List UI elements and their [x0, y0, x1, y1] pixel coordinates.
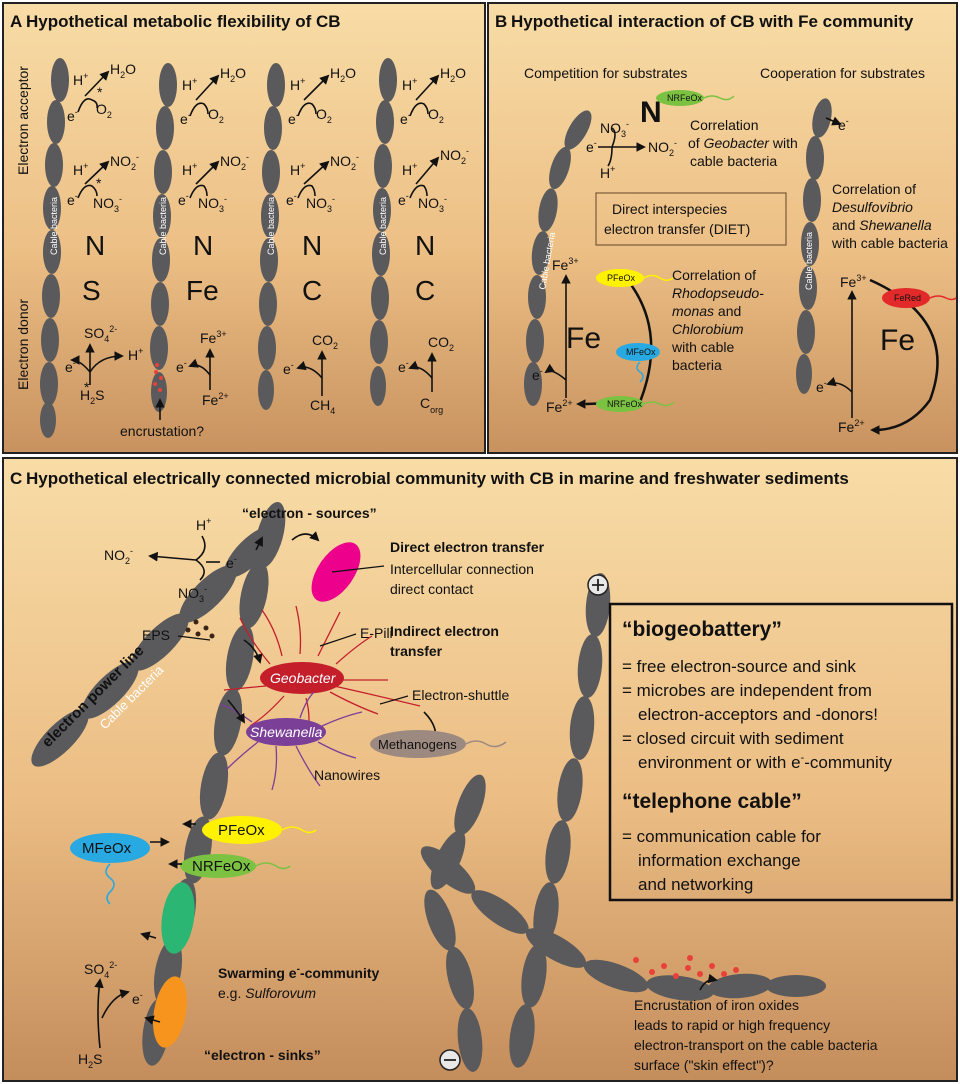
panel-c-letter: C — [10, 469, 22, 488]
desulfo-correlation-line3: and Shewanella — [832, 217, 932, 233]
shewanella-label: Shewanella — [250, 724, 323, 740]
rhodo-line4: Chlorobium — [672, 321, 744, 337]
donor-letter: Fe — [186, 275, 219, 306]
minus-terminal-icon — [440, 1050, 460, 1070]
acceptor-letter: N — [85, 230, 105, 261]
diet-line2: electron transfer (DIET) — [604, 221, 750, 237]
eps-label: EPS — [142, 627, 170, 643]
geobacter-label: Geobacter — [270, 670, 337, 686]
biogeobattery-line1: = free electron-source and sink — [622, 657, 856, 676]
biogeobattery-line3: electron-acceptors and -donors! — [638, 705, 878, 724]
pfeox-label-b: PFeOx — [607, 273, 636, 283]
encrustation-line3: electron-transport on the cable bacteria — [634, 1037, 878, 1053]
mfeox-label-c: MFeOx — [82, 840, 132, 857]
direct-transfer-label: Direct electron transfer — [390, 539, 545, 555]
axis-electron-acceptor: Electron acceptor — [15, 66, 31, 175]
fered-label: FeRed — [894, 293, 921, 303]
nanowires-label: Nanowires — [314, 767, 380, 783]
methanogens-label: Methanogens — [378, 737, 457, 752]
rhodo-line6: bacteria — [672, 357, 722, 373]
indirect-transfer-line2: transfer — [390, 643, 443, 659]
biogeobattery-line5: environment or with e--community — [638, 752, 893, 772]
panel-c: C Hypothetical electrically connected mi… — [3, 458, 957, 1081]
nrfeox-label-b: NRFeOx — [667, 93, 703, 103]
donor-letter: S — [82, 275, 101, 306]
rhodo-line1: Correlation of — [672, 267, 756, 283]
axis-electron-donor: Electron donor — [15, 299, 31, 390]
desulfo-correlation-line1: Correlation of — [832, 181, 916, 197]
geobacter-correlation-line2: of Geobacter with — [688, 135, 798, 151]
telephone-cable-heading: “telephone cable” — [622, 790, 802, 813]
desulfo-correlation-line4: with cable bacteria — [831, 235, 948, 251]
plus-terminal-icon — [588, 575, 608, 595]
geobacter-correlation-line1: Correlation — [690, 117, 758, 133]
electron-sources-label: “electron - sources” — [242, 505, 377, 521]
intercellular-line1: Intercellular connection — [390, 561, 534, 577]
electron-sinks-label: “electron - sinks” — [204, 1047, 321, 1063]
sulforovum-label: e.g. Sulforovum — [218, 985, 316, 1001]
panel-a-title: Hypothetical metabolic flexibility of CB — [26, 12, 341, 31]
telephone-line1: = communication cable for — [622, 827, 821, 846]
donor-letter: C — [415, 275, 435, 306]
biogeobattery-line2: = microbes are independent from — [622, 681, 872, 700]
donor-letter: C — [302, 275, 322, 306]
chem-star: * — [84, 379, 90, 395]
encrustation-line1: Encrustation of iron oxides — [634, 997, 799, 1013]
biogeobattery-line4: = closed circuit with sediment — [622, 729, 844, 748]
diet-line1: Direct interspecies — [612, 201, 727, 217]
encrustation-label: encrustation? — [120, 423, 204, 439]
encrustation-line2: leads to rapid or high frequency — [634, 1017, 830, 1033]
panel-a-letter: A — [10, 12, 22, 31]
encrustation-line4: surface ("skin effect")? — [634, 1057, 774, 1073]
mfeox-label-b: MFeOx — [626, 347, 656, 357]
biogeobattery-heading: “biogeobattery” — [622, 618, 782, 641]
cable-label-a2: Cable bacteria — [158, 197, 168, 255]
cable-label-b2: Cable bacteria — [804, 232, 814, 290]
chem-star: * — [96, 175, 102, 191]
telephone-line2: information exchange — [638, 851, 801, 870]
panel-b-title: Hypothetical interaction of CB with Fe c… — [511, 12, 914, 31]
competition-label: Competition for substrates — [524, 65, 687, 81]
rhodo-line3: monas and — [672, 303, 741, 319]
acceptor-letter: N — [193, 230, 213, 261]
iron-big-label-left: Fe — [566, 322, 601, 355]
panel-b-letter: B — [495, 12, 507, 31]
acceptor-letter: N — [302, 230, 322, 261]
panel-c-title: Hypothetical electrically connected micr… — [26, 469, 849, 488]
nrfeox-label-b2: NRFeOx — [607, 399, 643, 409]
chem-star: * — [97, 84, 103, 100]
panel-a: A Hypothetical metabolic flexibility of … — [3, 3, 485, 453]
iron-big-label-right: Fe — [880, 324, 915, 357]
panel-b: B Hypothetical interaction of CB with Fe… — [488, 3, 957, 453]
electron-shuttle-label: Electron-shuttle — [412, 687, 509, 703]
intercellular-line2: direct contact — [390, 581, 473, 597]
cable-label-a1: Cable bacteria — [49, 197, 59, 255]
acceptor-letter: N — [415, 230, 435, 261]
e-pili-label: E-Pili — [360, 625, 393, 641]
desulfo-correlation-line2: Desulfovibrio — [832, 199, 913, 215]
cooperation-label: Cooperation for substrates — [760, 65, 925, 81]
indirect-transfer-line1: Indirect electron — [390, 623, 499, 639]
nrfeox-label-c: NRFeOx — [192, 858, 251, 875]
cable-label-a3: Cable bacteria — [266, 197, 276, 255]
rhodo-line2: Rhodopseudo- — [672, 285, 764, 301]
telephone-line3: and networking — [638, 875, 753, 894]
cable-label-a4: Cable bacteria — [378, 197, 388, 255]
geobacter-correlation-line3: cable bacteria — [690, 153, 777, 169]
pfeox-label-c: PFeOx — [218, 822, 265, 839]
rhodo-line5: with cable — [671, 339, 734, 355]
